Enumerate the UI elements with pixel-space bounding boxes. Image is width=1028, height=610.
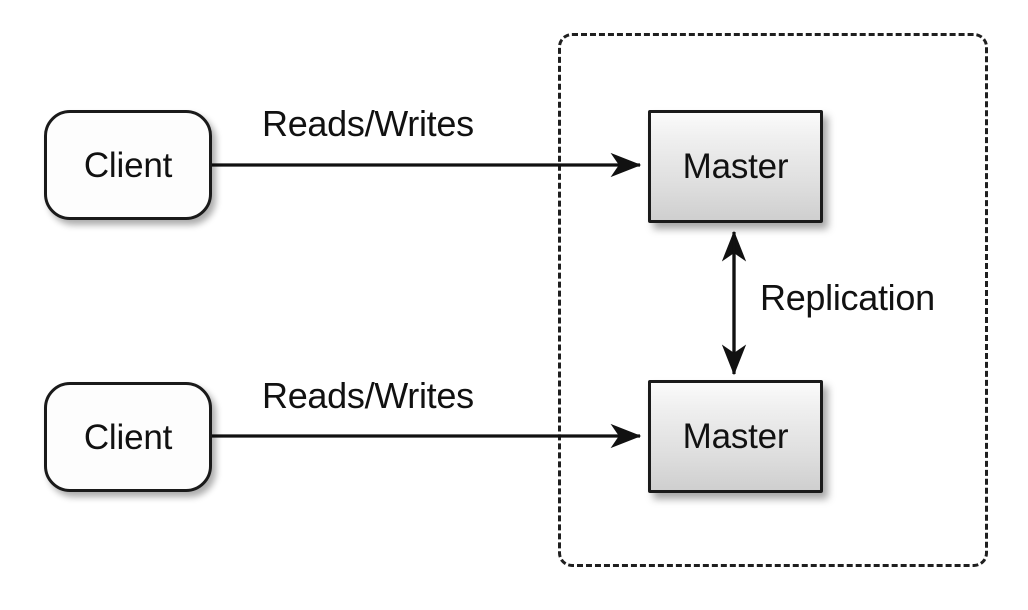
node-master-top-label: Master: [682, 147, 789, 186]
edge-label-replication: Replication: [760, 277, 935, 318]
node-client-top-label: Client: [83, 145, 173, 185]
replication-cluster-boundary: [558, 33, 988, 567]
node-client-bottom-label: Client: [83, 417, 173, 457]
node-client-bottom[interactable]: Client: [44, 382, 212, 492]
node-client-top[interactable]: Client: [44, 110, 212, 220]
edge-label-reads-writes-top: Reads/Writes: [262, 103, 474, 144]
node-master-bottom-label: Master: [682, 417, 789, 456]
node-master-top[interactable]: Master: [648, 110, 823, 223]
node-master-bottom[interactable]: Master: [648, 380, 823, 493]
edge-label-reads-writes-bottom: Reads/Writes: [262, 375, 474, 416]
